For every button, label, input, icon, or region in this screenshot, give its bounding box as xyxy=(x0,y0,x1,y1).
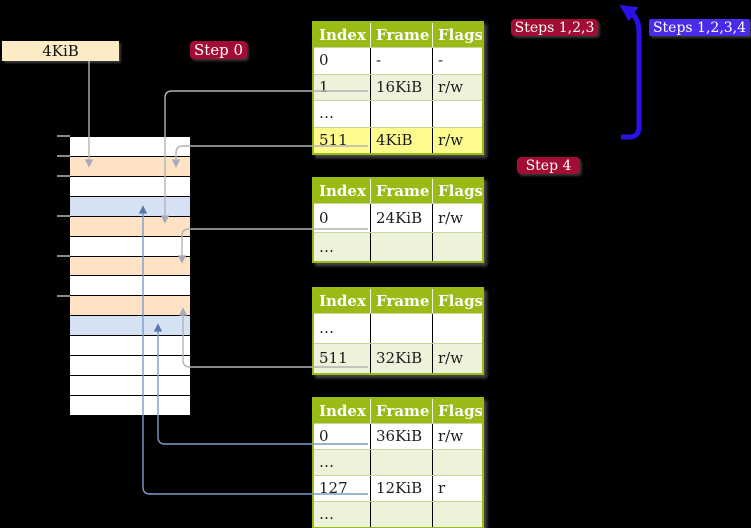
table-cell: r/w xyxy=(432,424,482,449)
page-size-label: 4KiB xyxy=(2,41,119,61)
table-cell: 16KiB xyxy=(370,74,432,100)
column-header-flags: Flags xyxy=(432,179,482,203)
address-tick xyxy=(57,295,70,297)
table-cell: r/w xyxy=(432,74,482,100)
table-cell xyxy=(370,450,432,475)
memory-frame-free xyxy=(70,137,190,157)
table-cell: … xyxy=(319,319,334,337)
memory-frame-free xyxy=(70,395,190,416)
step-0-badge: Step 0 xyxy=(190,41,247,59)
table-cell xyxy=(370,314,432,343)
table-cell: 12KiB xyxy=(370,476,432,501)
memory-frame-free xyxy=(70,336,190,357)
table-cell: 24KiB xyxy=(370,204,432,232)
table-cell: … xyxy=(319,104,334,122)
column-header-index: Index xyxy=(319,292,366,310)
table-row: … xyxy=(314,449,482,475)
table-cell xyxy=(432,450,482,475)
table-cell xyxy=(432,314,482,343)
table-cell xyxy=(370,101,432,127)
table-row: … xyxy=(314,501,482,527)
table-cell: r/w xyxy=(432,344,482,373)
table-cell: r/w xyxy=(432,127,482,153)
memory-frame-page-table xyxy=(70,216,190,237)
table-cell: 32KiB xyxy=(370,344,432,373)
memory-frame-mapped-page xyxy=(70,316,190,337)
column-header-flags: Flags xyxy=(432,289,482,313)
memory-frame-free xyxy=(70,236,190,257)
column-header-index: Index xyxy=(319,26,366,44)
table-cell xyxy=(432,101,482,127)
address-tick xyxy=(57,215,70,217)
table-cell: 511 xyxy=(314,344,370,373)
table-cell: - xyxy=(370,48,432,74)
table-cell xyxy=(370,233,432,261)
table-cell: 4KiB xyxy=(370,127,432,153)
recursive-loop-arrow xyxy=(619,4,642,140)
address-tick xyxy=(57,155,70,157)
table-cell: 511 xyxy=(314,127,370,153)
table-cell: - xyxy=(432,48,482,74)
table-cell xyxy=(432,233,482,261)
column-header-index: Index xyxy=(319,182,366,200)
address-tick xyxy=(57,135,70,137)
table-cell: 0 xyxy=(319,427,329,445)
memory-frame-mapped-page xyxy=(70,196,190,217)
column-header-frame: Frame xyxy=(370,179,432,203)
column-header-frame: Frame xyxy=(370,23,432,47)
table-row: … xyxy=(314,313,482,343)
table-cell: 0 xyxy=(319,209,329,227)
table-cell: r xyxy=(432,476,482,501)
memory-frame-page-table xyxy=(70,156,190,177)
column-header-flags: Flags xyxy=(432,23,482,47)
memory-frame-free xyxy=(70,276,190,297)
table-row: … xyxy=(314,100,482,127)
table-cell xyxy=(370,502,432,527)
column-header-frame: Frame xyxy=(370,399,432,423)
memory-frame-free xyxy=(70,176,190,197)
memory-frame-page-table xyxy=(70,256,190,277)
memory-frame-free xyxy=(70,376,190,396)
table-cell: 0 xyxy=(319,51,329,69)
table-cell: 127 xyxy=(319,479,348,497)
steps-1-2-3-4-badge: Steps 1,2,3,4 xyxy=(649,19,750,36)
table-cell: r/w xyxy=(432,204,482,232)
table-cell xyxy=(432,502,482,527)
table-cell: … xyxy=(314,450,370,475)
table-row: … xyxy=(314,232,482,261)
table-cell: 36KiB xyxy=(370,424,432,449)
table-row: 0 -- xyxy=(314,47,482,74)
steps-1-2-3-badge: Steps 1,2,3 xyxy=(511,19,598,36)
address-tick xyxy=(57,175,70,177)
table-cell: 1 xyxy=(314,74,370,100)
memory-frame-page-table xyxy=(70,296,190,317)
step-4-badge: Step 4 xyxy=(517,157,580,174)
column-header-flags: Flags xyxy=(432,399,482,423)
physical-memory-column xyxy=(70,136,190,416)
table-cell: … xyxy=(314,502,370,527)
column-header-index: Index xyxy=(319,402,366,420)
address-tick xyxy=(57,255,70,257)
table-cell: … xyxy=(314,233,370,261)
memory-frame-free xyxy=(70,356,190,377)
column-header-frame: Frame xyxy=(370,289,432,313)
